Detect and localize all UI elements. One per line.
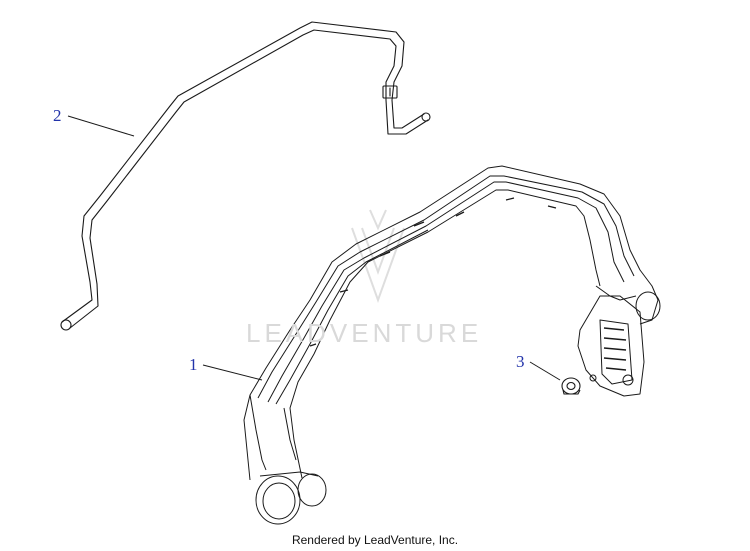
callout-part-1[interactable]: 1 — [189, 355, 198, 374]
leader-lines — [67, 115, 561, 381]
leader-line-3 — [529, 361, 561, 381]
leader-line-1 — [202, 364, 263, 381]
part-3-washer — [561, 377, 581, 395]
watermark-text: LEADVENTURE — [246, 318, 483, 348]
leader-line-2 — [67, 115, 135, 137]
callout-part-2[interactable]: 2 — [53, 106, 62, 125]
part-2-wire-bail — [60, 21, 431, 331]
render-credit: Rendered by LeadVenture, Inc. — [291, 533, 459, 547]
callout-part-3[interactable]: 3 — [516, 352, 525, 371]
part-1-handle — [243, 165, 661, 525]
